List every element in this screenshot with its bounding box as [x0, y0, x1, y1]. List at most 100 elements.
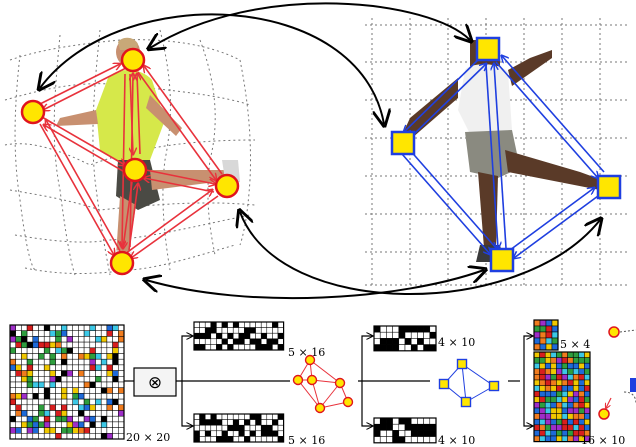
color-cell [572, 357, 580, 364]
incidence-cell [417, 417, 424, 425]
blue-node-head [475, 36, 501, 62]
incidence-cell [227, 419, 234, 426]
affinity-cell [83, 415, 91, 423]
affinity-cell [49, 415, 56, 423]
affinity-cell [26, 387, 34, 394]
incidence-cell [404, 430, 412, 437]
affinity-cell [72, 421, 79, 428]
color-cell [556, 435, 563, 442]
incidence-cell [272, 338, 279, 345]
affinity-cell [106, 347, 113, 354]
top-mid-incidence-matrix [373, 325, 437, 352]
incidence-cell [272, 321, 279, 328]
color-cell [567, 390, 574, 398]
affinity-cell [26, 398, 34, 406]
incidence-cell [398, 423, 406, 431]
affinity-cell [49, 404, 56, 411]
affinity-cell [21, 404, 28, 411]
color-cell [544, 407, 552, 414]
affinity-cell [9, 341, 16, 349]
affinity-cell [49, 433, 56, 440]
color-cell [539, 343, 547, 351]
affinity-cell [100, 330, 108, 337]
color-cell [584, 396, 591, 403]
affinity-cell [49, 324, 56, 331]
color-cell [567, 362, 574, 370]
affinity-cell [83, 381, 91, 388]
affinity-cell [118, 358, 125, 366]
affinity-cell [15, 433, 22, 440]
color-cell [567, 402, 574, 409]
incidence-cell [423, 338, 431, 345]
incidence-cell [221, 424, 228, 432]
incidence-cell [232, 430, 240, 437]
color-cell [567, 435, 574, 442]
color-cell [584, 418, 591, 426]
color-cell [550, 435, 557, 442]
affinity-cell [106, 393, 113, 400]
color-cell [584, 357, 591, 364]
incidence-cell [244, 338, 251, 345]
color-cell [539, 413, 546, 420]
affinity-cell [9, 404, 16, 411]
color-cell [533, 407, 540, 414]
affinity-cell [55, 433, 62, 440]
color-cell [572, 385, 580, 392]
affinity-cell [112, 393, 119, 400]
color-cell [533, 379, 540, 386]
affinity-cell [100, 433, 108, 440]
affinity-cell [72, 433, 79, 440]
affinity-cell [100, 353, 108, 360]
incidence-cell [266, 327, 273, 334]
affinity-cell [38, 433, 45, 440]
color-cell [545, 343, 553, 351]
affinity-cell [72, 427, 79, 434]
color-cell [550, 402, 557, 409]
color-cell [550, 374, 557, 381]
incidence-cell [429, 436, 437, 444]
affinity-cell [112, 381, 119, 388]
incidence-cell [373, 325, 381, 333]
affinity-cell [38, 324, 45, 331]
affinity-cell [38, 404, 45, 411]
incidence-cell [410, 436, 418, 444]
affinity-cell [66, 347, 73, 354]
incidence-cell [199, 430, 206, 437]
affinity-cell [106, 410, 113, 417]
affinity-cell [95, 381, 102, 388]
incidence-cell [392, 344, 400, 352]
affinity-cell [89, 404, 96, 411]
color-cell [572, 418, 580, 426]
incidence-cell [373, 430, 381, 437]
affinity-cell [61, 330, 68, 337]
incidence-cell [193, 321, 200, 328]
affinity-cell [95, 421, 102, 428]
affinity-cell [38, 415, 45, 423]
incidence-cell [238, 413, 245, 420]
incidence-cell [404, 325, 412, 333]
color-cell [561, 430, 568, 437]
incidence-cell [216, 419, 223, 426]
affinity-cell [112, 404, 119, 411]
affinity-cell [95, 370, 102, 377]
incidence-cell [379, 344, 387, 352]
incidence-cell [244, 413, 251, 420]
affinity-cell [26, 410, 34, 417]
incidence-cell [398, 417, 406, 425]
affinity-cell [83, 404, 91, 411]
incidence-cell [221, 327, 228, 334]
color-cell [533, 368, 540, 375]
affinity-cell [66, 415, 73, 423]
affinity-cell [61, 381, 68, 388]
affinity-cell [66, 330, 73, 337]
color-cell [561, 362, 568, 370]
color-cell [584, 402, 591, 409]
affinity-cell [112, 433, 119, 440]
affinity-cell [89, 387, 96, 394]
incidence-cell [193, 327, 200, 334]
color-cell [539, 396, 546, 403]
incidence-cell [373, 338, 381, 345]
incidence-cell [204, 424, 212, 432]
incidence-cell [277, 419, 284, 426]
